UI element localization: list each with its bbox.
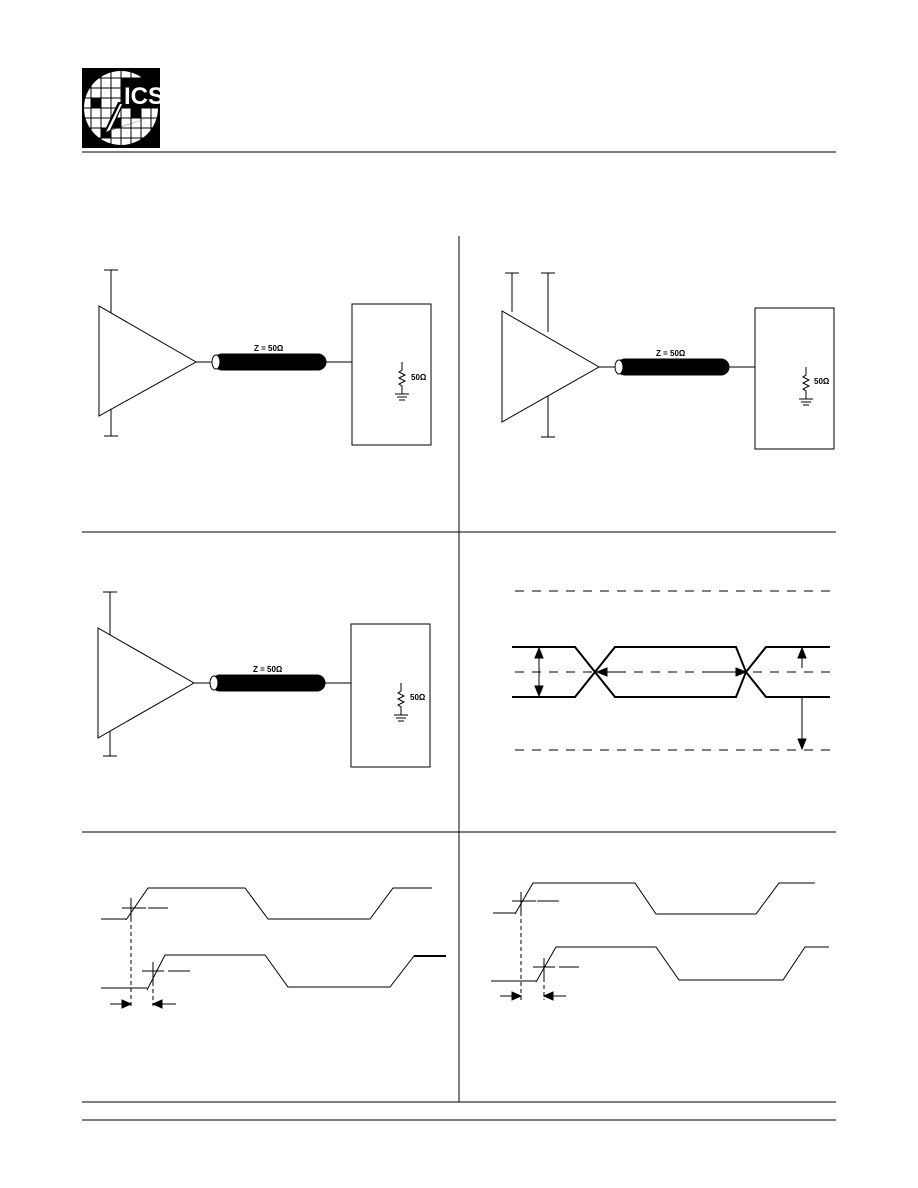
buffer-triangle bbox=[501, 310, 601, 423]
down-arrow-icon-right bbox=[797, 738, 807, 751]
logo-text: ICS bbox=[124, 83, 164, 110]
resistor-label-top-right: 50Ω bbox=[814, 377, 830, 386]
signal-complement bbox=[512, 646, 830, 698]
right-arrow-icon bbox=[121, 999, 133, 1009]
up-arrow-icon bbox=[534, 646, 544, 659]
signal-b bbox=[146, 954, 446, 991]
resistor-label-middle-left: 50Ω bbox=[410, 693, 426, 702]
down-arrow-icon bbox=[534, 685, 544, 698]
right-arrow-icon bbox=[511, 991, 523, 1001]
signal-true bbox=[512, 646, 830, 698]
cable-label-top-right: Z = 50Ω bbox=[656, 349, 686, 358]
panel-top-left-circuit bbox=[98, 269, 432, 446]
cable-label-top-left: Z = 50Ω bbox=[254, 344, 284, 353]
coax-cable bbox=[616, 358, 730, 376]
signal-b bbox=[535, 946, 829, 983]
cable-label-middle-left: Z = 50Ω bbox=[253, 665, 283, 674]
panel-bottom-right-waveform bbox=[491, 882, 829, 1001]
ics-logo-icon bbox=[82, 68, 160, 148]
left-arrow-icon bbox=[595, 667, 608, 677]
signal-a bbox=[125, 887, 432, 921]
left-arrow-icon bbox=[151, 999, 163, 1009]
buffer-triangle bbox=[98, 305, 198, 417]
load-box bbox=[754, 307, 835, 450]
resistor-label-top-left: 50Ω bbox=[411, 373, 427, 382]
load-box bbox=[350, 623, 431, 768]
signal-a bbox=[514, 882, 815, 915]
panel-middle-left-circuit bbox=[97, 591, 431, 768]
load-box bbox=[351, 303, 432, 446]
coax-cable bbox=[213, 353, 327, 371]
right-arrow-icon bbox=[735, 667, 748, 677]
coax-cable bbox=[211, 674, 326, 692]
panel-top-right-circuit bbox=[501, 272, 835, 450]
left-arrow-icon bbox=[542, 991, 554, 1001]
panel-bottom-left-waveform bbox=[101, 887, 446, 1009]
panel-middle-right-waveform bbox=[512, 590, 830, 751]
up-arrow-icon-right bbox=[797, 646, 807, 659]
buffer-triangle bbox=[97, 627, 196, 739]
